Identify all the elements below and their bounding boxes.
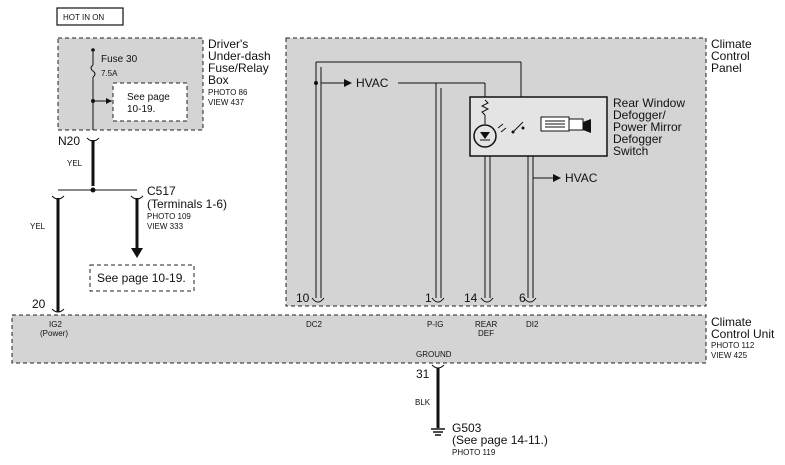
indicator-led-icon bbox=[473, 124, 497, 148]
c517-view: VIEW 333 bbox=[147, 222, 184, 231]
ground-photo: PHOTO 119 bbox=[452, 448, 496, 457]
c517-see-page-box bbox=[89, 264, 195, 292]
fuse-name: Fuse 30 bbox=[101, 54, 138, 65]
terminal-pig: P-IG bbox=[427, 320, 443, 329]
mirror-icon bbox=[568, 118, 584, 131]
c517-detail: (Terminals 1-6) bbox=[147, 197, 227, 211]
terminal-dc2: DC2 bbox=[306, 320, 323, 329]
pin-31: 31 bbox=[416, 367, 430, 381]
wire-color-ground: BLK bbox=[415, 398, 431, 407]
terminal-ig2: IG2 bbox=[49, 320, 62, 329]
climate-control-unit bbox=[11, 314, 707, 364]
wire-color-n20: YEL bbox=[67, 159, 83, 168]
ground-see-page: (See page 14-11.) bbox=[452, 433, 548, 447]
c517-name: C517 bbox=[147, 184, 176, 198]
fuse-see-page-1: See page bbox=[127, 92, 170, 103]
ground-name: G503 bbox=[452, 421, 482, 435]
unit-title-1: Climate bbox=[711, 315, 752, 329]
fuse-see-page-2: 10-19. bbox=[127, 104, 155, 115]
switch-label-4: Defogger bbox=[613, 132, 662, 146]
switch-label-1: Rear Window bbox=[613, 96, 685, 110]
hvac-right-label: HVAC bbox=[565, 171, 598, 185]
pin-1: 1 bbox=[425, 291, 432, 305]
panel-title-1: Climate bbox=[711, 37, 752, 51]
ground-symbol-icon bbox=[431, 428, 445, 436]
resistor-symbol bbox=[480, 99, 490, 116]
pin-20: 20 bbox=[32, 297, 46, 311]
connector-n20-label: N20 bbox=[58, 134, 80, 148]
panel-title-2: Control bbox=[711, 49, 750, 63]
unit-title-2: Control Unit bbox=[711, 327, 775, 341]
fuse-see-page-box bbox=[112, 82, 188, 122]
fuse-symbol bbox=[90, 64, 96, 78]
c517-see-page: See page 10-19. bbox=[97, 271, 186, 285]
fuse-box-title-2: Under-dash bbox=[208, 49, 271, 63]
fuse-box-title-4: Box bbox=[208, 73, 229, 87]
unit-view: VIEW 425 bbox=[711, 351, 748, 360]
terminal-rear: REAR bbox=[475, 320, 497, 329]
fuse-rating: 7.5A bbox=[101, 69, 118, 78]
fuse-box-title-1: Driver's bbox=[208, 37, 248, 51]
hvac-top-label: HVAC bbox=[356, 76, 389, 90]
terminal-def: DEF bbox=[478, 329, 494, 338]
wire-color-left: YEL bbox=[30, 222, 46, 231]
terminal-di2: DI2 bbox=[526, 320, 539, 329]
fuse-box-title-3: Fuse/Relay bbox=[208, 61, 269, 75]
climate-control-panel bbox=[285, 37, 707, 307]
panel-title-3: Panel bbox=[711, 61, 742, 75]
pin-14: 14 bbox=[464, 291, 478, 305]
hot-label-box bbox=[56, 7, 124, 26]
fuse-box-view: VIEW 437 bbox=[208, 98, 245, 107]
switch-label-5: Switch bbox=[613, 144, 648, 158]
fuse-box-photo: PHOTO 86 bbox=[208, 88, 248, 97]
hot-label: HOT IN ON bbox=[63, 13, 104, 22]
c517-photo: PHOTO 109 bbox=[147, 212, 191, 221]
fuse-terminal-top bbox=[91, 48, 95, 52]
terminal-ground: GROUND bbox=[416, 350, 452, 359]
pin-10: 10 bbox=[296, 291, 310, 305]
pin-6: 6 bbox=[519, 291, 526, 305]
switch-label-2: Defogger/ bbox=[613, 108, 666, 122]
terminal-ig2-sub: (Power) bbox=[40, 329, 68, 338]
switch-label-3: Power Mirror bbox=[613, 120, 682, 134]
unit-photo: PHOTO 112 bbox=[711, 341, 755, 350]
